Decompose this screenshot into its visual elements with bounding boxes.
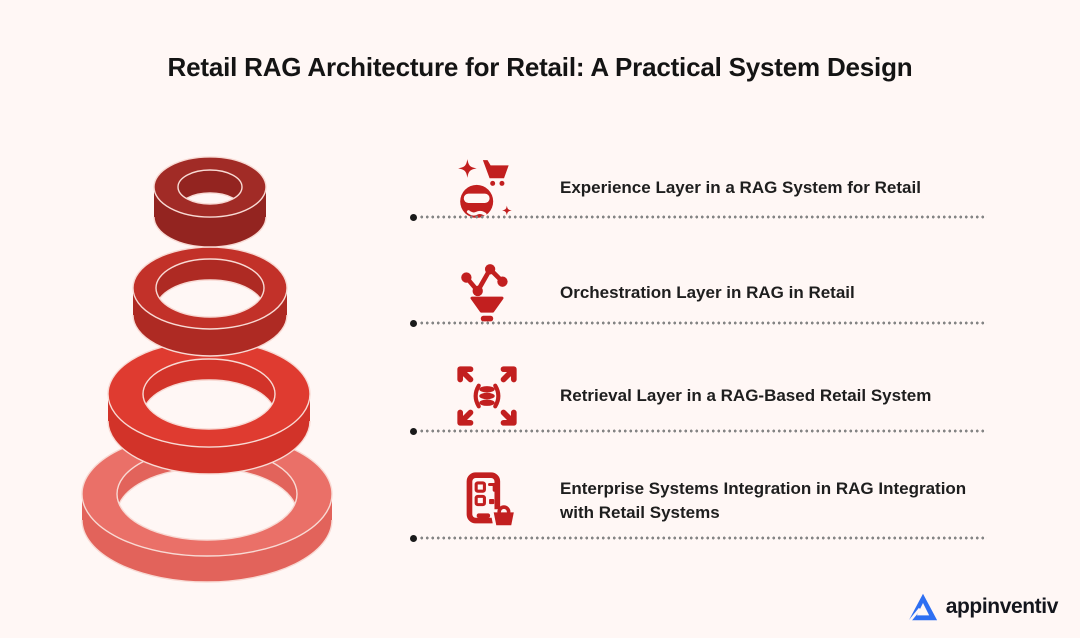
layer-item-retrieval: Retrieval Layer in a RAG-Based Retail Sy…	[452, 359, 990, 433]
layer-label: Enterprise Systems Integration in RAG In…	[560, 478, 967, 522]
separator-line	[410, 534, 987, 542]
layer-label: Retrieval Layer in a RAG-Based Retail Sy…	[560, 385, 932, 405]
dotted-line	[419, 429, 987, 433]
orchestration-nodes-funnel-icon	[452, 258, 522, 328]
rings-pyramid-graphic	[81, 156, 333, 583]
page-title: Retail RAG Architecture for Retail: A Pr…	[167, 52, 913, 82]
retrieval-expand-database-icon	[452, 361, 522, 431]
layer-label: Experience Layer in a RAG System for Ret…	[560, 177, 921, 197]
triangle-a-icon	[908, 593, 937, 622]
layer-label: Orchestration Layer in RAG in Retail	[560, 282, 855, 302]
qr-phone-basket-icon	[452, 466, 522, 536]
dotted-line	[419, 536, 987, 540]
separator-bullet-dot	[410, 427, 417, 435]
ring-third	[107, 340, 311, 475]
separator-line	[410, 319, 987, 327]
dotted-line	[419, 215, 987, 219]
layer-item-experience: Experience Layer in a RAG System for Ret…	[452, 152, 990, 224]
separator-bullet-dot	[410, 534, 417, 542]
brand-logo: appinventiv	[907, 592, 1058, 622]
separator-bullet-dot	[410, 213, 417, 221]
layer-item-integration: Enterprise Systems Integration in RAG In…	[452, 461, 990, 541]
ring-second	[132, 246, 288, 357]
separator-line	[410, 427, 987, 435]
layer-item-orchestration: Orchestration Layer in RAG in Retail	[452, 256, 990, 330]
separator-line	[410, 213, 987, 221]
brand-logo-text: appinventiv	[945, 595, 1059, 618]
vr-shopper-cart-icon	[452, 153, 522, 223]
ring-top	[153, 156, 267, 248]
ring-bottom	[81, 431, 333, 583]
separator-bullet-dot	[410, 319, 417, 327]
dotted-line	[419, 321, 987, 325]
